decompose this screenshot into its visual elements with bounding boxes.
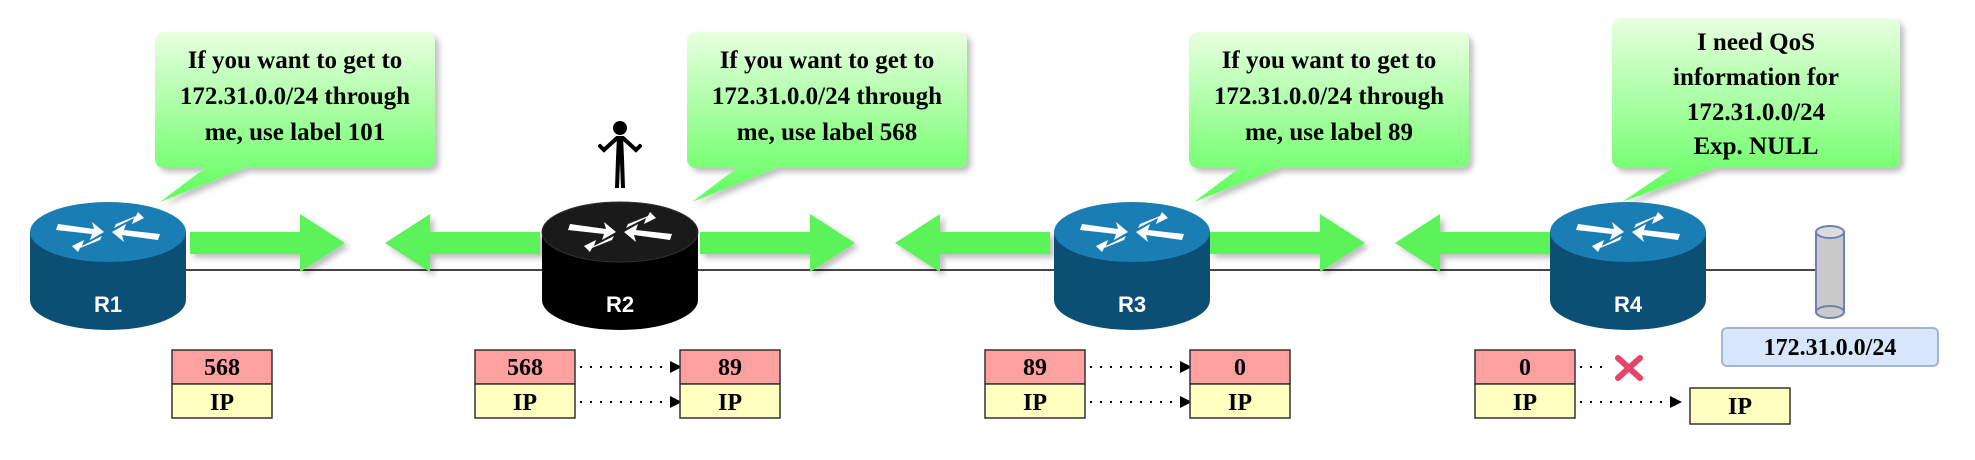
arrow-r2-left xyxy=(385,214,540,272)
label-r1-in-top: 568 xyxy=(204,355,240,381)
label-stack-r3-in: 89 IP xyxy=(984,349,1086,419)
swap-arrows-r2 xyxy=(580,361,682,408)
label-r1-in-bottom: IP xyxy=(210,390,234,416)
label-r2-out-bottom: IP xyxy=(718,390,742,416)
label-r4-out-bottom: IP xyxy=(1728,394,1752,420)
network-pipe-icon xyxy=(1815,225,1845,319)
arrow-r4-left xyxy=(1395,214,1550,272)
network-label: 172.31.0.0/24 xyxy=(1721,327,1939,367)
bubble-r1-line-3: me, use label 101 xyxy=(205,119,386,146)
label-r3-out-top: 0 xyxy=(1234,355,1246,381)
router-r1-label: R1 xyxy=(94,292,122,317)
router-r3-label: R3 xyxy=(1118,292,1146,317)
label-stack-r4-out: IP xyxy=(1689,387,1791,425)
speech-bubble-r1: If you want to get to 172.31.0.0/24 thro… xyxy=(155,32,435,202)
arrow-r1-right xyxy=(190,214,345,272)
network-label-text: 172.31.0.0/24 xyxy=(1764,335,1897,361)
speech-bubble-r4: I need QoS information for 172.31.0.0/24… xyxy=(1612,18,1900,202)
router-r1[interactable]: R1 xyxy=(30,202,186,330)
bubble-r3-line-1: If you want to get to xyxy=(1222,47,1437,74)
bubble-r1-line-1: If you want to get to xyxy=(188,47,403,74)
router-r3[interactable]: R3 xyxy=(1054,202,1210,330)
bubble-r2-line-2: 172.31.0.0/24 through xyxy=(712,83,942,110)
pop-arrows-r4 xyxy=(1580,355,1682,408)
label-stack-r4-in: 0 IP xyxy=(1474,349,1576,419)
router-r4-label: R4 xyxy=(1614,292,1643,317)
bubble-r4-line-4: Exp. NULL xyxy=(1693,133,1818,160)
drop-cross-icon xyxy=(1615,355,1643,381)
label-r3-in-top: 89 xyxy=(1023,355,1047,381)
arrow-r2-right xyxy=(700,214,855,272)
label-r2-in-bottom: IP xyxy=(513,390,537,416)
router-r4[interactable]: R4 xyxy=(1550,202,1706,330)
bubble-r2-line-1: If you want to get to xyxy=(720,47,935,74)
arrow-r3-left xyxy=(895,214,1050,272)
label-stack-r3-out: 0 IP xyxy=(1189,349,1291,419)
bubble-r3-line-2: 172.31.0.0/24 through xyxy=(1214,83,1444,110)
label-r2-out-top: 89 xyxy=(718,355,742,381)
label-r4-in-bottom: IP xyxy=(1513,390,1537,416)
bubble-r4-line-3: 172.31.0.0/24 xyxy=(1687,99,1826,126)
speech-bubble-r2: If you want to get to 172.31.0.0/24 thro… xyxy=(687,32,967,202)
arrow-r3-right xyxy=(1210,214,1365,272)
label-r4-in-top: 0 xyxy=(1519,355,1531,381)
router-r2[interactable]: R2 xyxy=(541,201,699,330)
bubble-r2-line-3: me, use label 568 xyxy=(737,119,918,146)
bubble-r4-line-1: I need QoS xyxy=(1697,29,1815,56)
router-r2-label: R2 xyxy=(606,292,634,317)
label-stack-r2-out: 89 IP xyxy=(679,349,781,419)
speech-bubble-r3: If you want to get to 172.31.0.0/24 thro… xyxy=(1189,32,1469,202)
swap-arrows-r3 xyxy=(1090,361,1192,408)
bubble-r3-line-3: me, use label 89 xyxy=(1245,119,1413,146)
bubble-r1-line-2: 172.31.0.0/24 through xyxy=(180,83,410,110)
bubble-r4-line-2: information for xyxy=(1673,64,1839,91)
label-r2-in-top: 568 xyxy=(507,355,543,381)
label-r3-out-bottom: IP xyxy=(1228,390,1252,416)
label-stack-r2-in: 568 IP xyxy=(474,349,576,419)
person-icon xyxy=(598,121,642,188)
label-stack-r1-in: 568 IP xyxy=(171,349,273,419)
label-r3-in-bottom: IP xyxy=(1023,390,1047,416)
